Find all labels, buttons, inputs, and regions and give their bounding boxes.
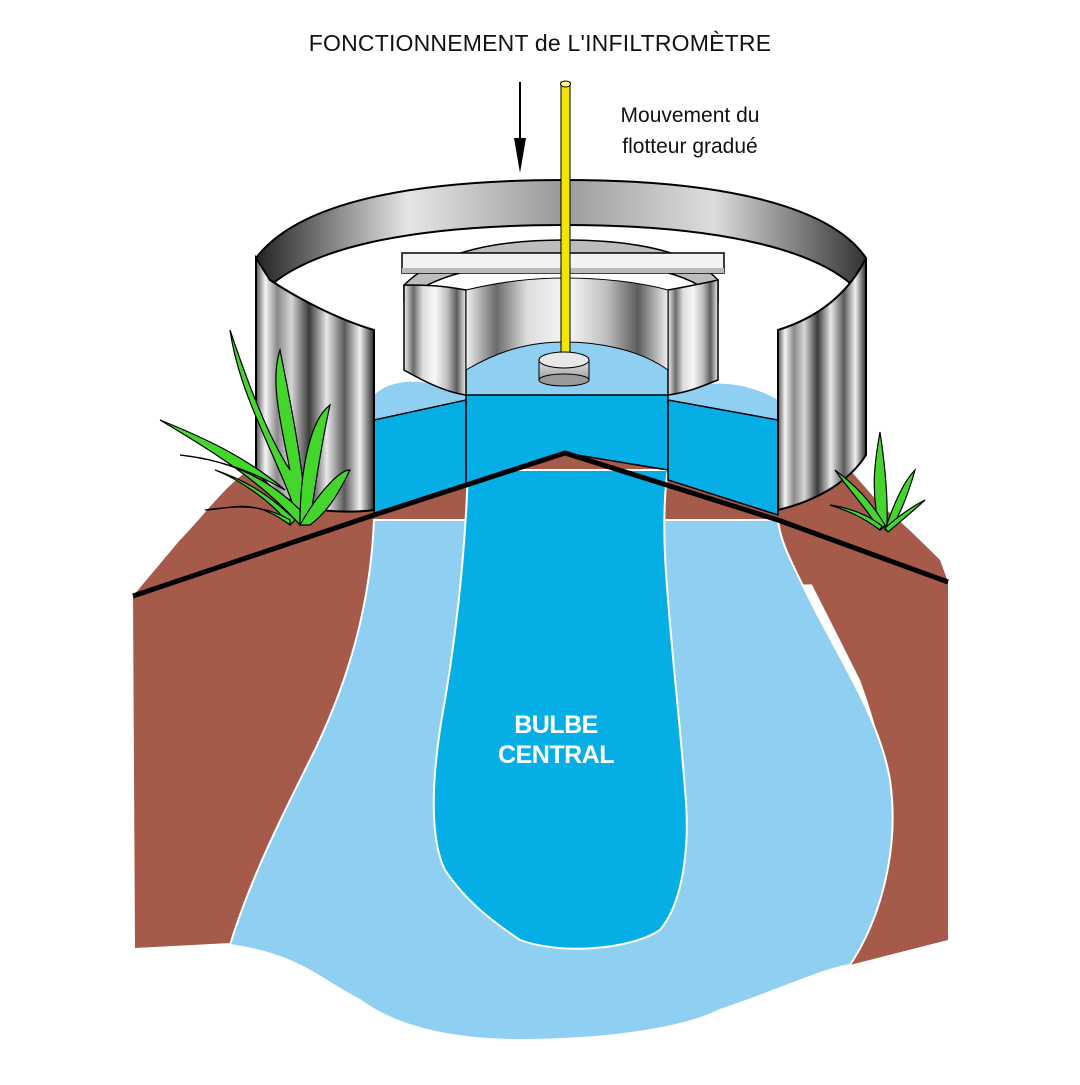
diagram-title: FONCTIONNEMENT de L'INFILTROMÈTRE — [0, 30, 1080, 57]
soil-section-line — [132, 450, 949, 599]
down-arrow-icon — [514, 82, 526, 173]
grass-tuft-icon — [159, 329, 351, 527]
float-movement-label: Mouvement du flotteur gradué — [575, 100, 805, 162]
float-label-line-2: flotteur gradué — [622, 135, 758, 158]
float-rod — [560, 81, 571, 361]
inner-ring-wall-right — [667, 279, 719, 396]
water-column-right — [667, 399, 779, 517]
water-column-center — [465, 394, 669, 487]
water-surface-annulus — [374, 381, 466, 420]
soil-block-right — [778, 505, 948, 965]
bulb-label-line-1: BULBE — [514, 711, 598, 739]
bulb-label-line-2: CENTRAL — [498, 741, 614, 769]
title-part-3: L'INFILTROMÈTRE — [567, 30, 772, 56]
water-surface-annulus-right — [668, 383, 778, 420]
inner-ring-wall-left — [403, 284, 467, 396]
central-bulb-label: BULBE CENTRAL — [456, 710, 656, 770]
float-label-line-1: Mouvement du — [620, 104, 760, 127]
title-part-2: de — [534, 30, 561, 56]
float-body — [538, 351, 590, 387]
central-bulb — [432, 469, 688, 950]
grass-tuft-right-icon — [829, 431, 926, 533]
float-rod-tip — [560, 80, 571, 88]
outer-ring-wall-right — [777, 257, 867, 512]
title-part-1: FONCTIONNEMENT — [308, 30, 529, 56]
